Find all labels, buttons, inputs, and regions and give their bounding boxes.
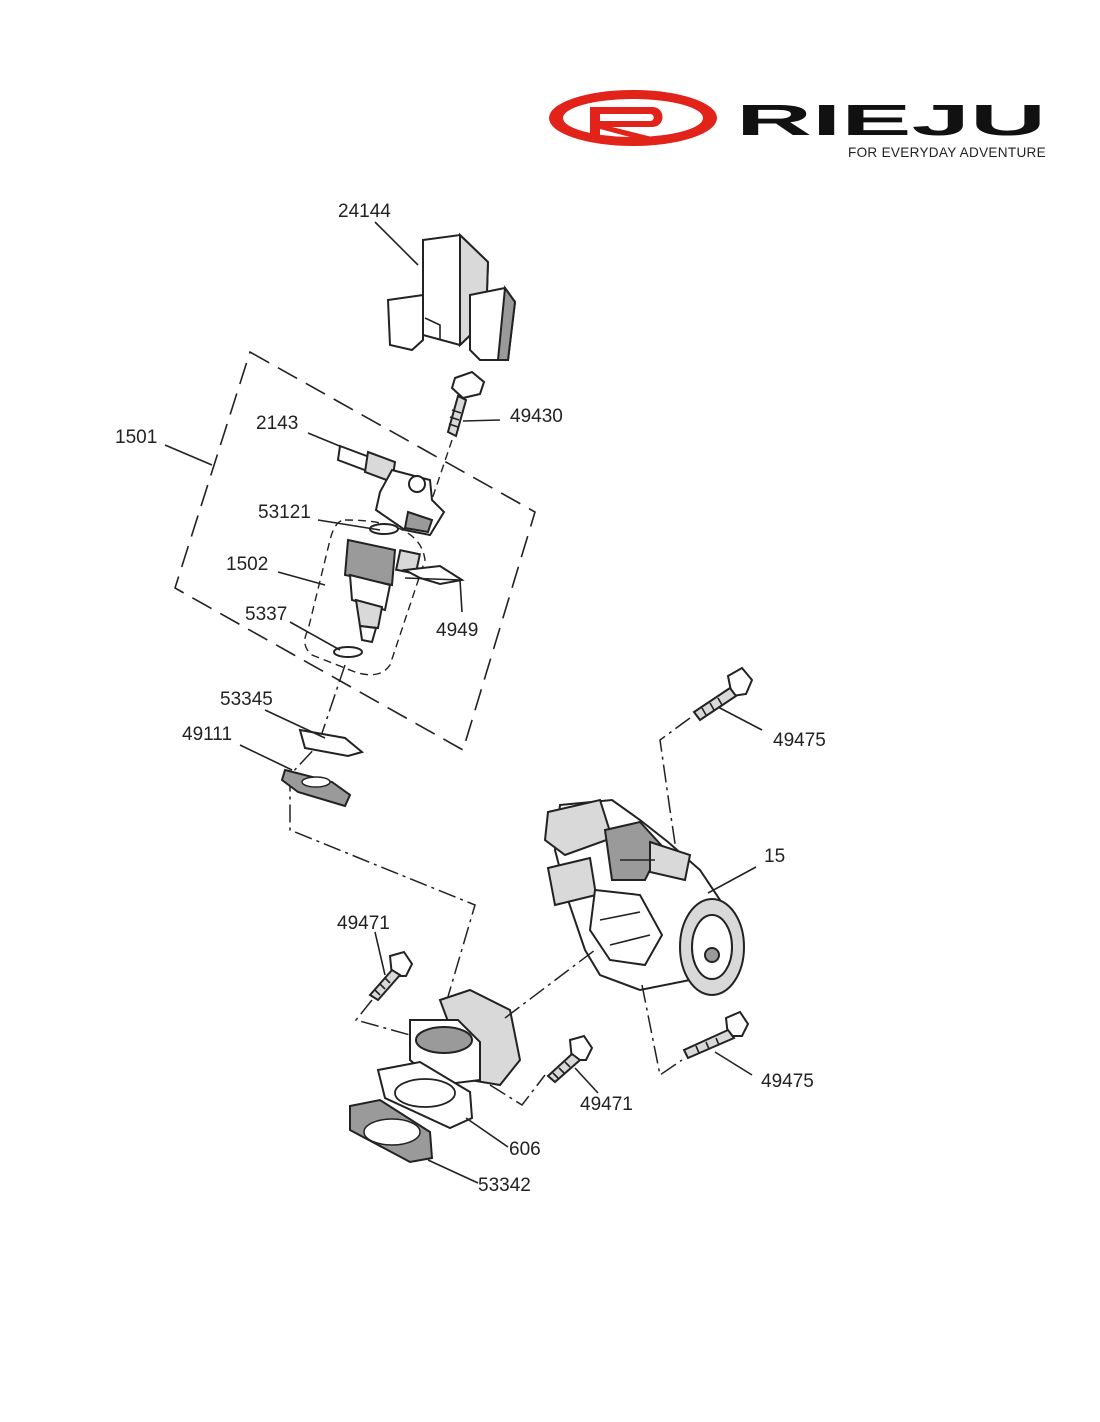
part-throttle-body-15 xyxy=(543,798,745,996)
label-49430: 49430 xyxy=(510,406,563,427)
axis-injector xyxy=(289,664,476,1001)
label-49471-left: 49471 xyxy=(337,913,390,934)
part-bolt-49471-right xyxy=(546,1034,594,1084)
axis-right-bolt xyxy=(489,1074,546,1106)
label-606: 606 xyxy=(509,1139,541,1160)
label-49475-upper: 49475 xyxy=(773,730,826,751)
label-1502: 1502 xyxy=(226,554,268,575)
part-insulator-49111 xyxy=(280,768,352,808)
label-15: 15 xyxy=(764,846,785,867)
part-gasket-53345 xyxy=(298,728,365,758)
logo-brand-text: RIEJU xyxy=(736,96,1046,145)
part-gasket-53342 xyxy=(349,1098,434,1164)
label-53121: 53121 xyxy=(258,502,311,523)
logo-oval-inner xyxy=(563,99,703,137)
part-bolt-49471-left xyxy=(354,950,414,1036)
assembly-1502-outline xyxy=(304,519,426,676)
rieju-logo: RIEJU FOR EVERYDAY ADVENTURE xyxy=(549,90,1046,160)
label-49111: 49111 xyxy=(182,724,232,745)
axis-manifold-throttle xyxy=(504,949,596,1019)
part-cover-24144 xyxy=(386,232,517,361)
part-oring-5337 xyxy=(333,646,363,658)
part-bolt-49475-upper xyxy=(659,666,754,891)
part-bolt-49475-lower xyxy=(641,984,750,1077)
label-53342: 53342 xyxy=(478,1175,531,1196)
label-1501: 1501 xyxy=(115,427,157,448)
label-49475-lower: 49475 xyxy=(761,1071,814,1092)
leader-lines xyxy=(164,221,763,1184)
part-clip-4949 xyxy=(401,564,465,586)
label-49471-right: 49471 xyxy=(580,1094,633,1115)
logo-r-glyph xyxy=(590,107,663,137)
label-5337: 5337 xyxy=(245,604,287,625)
part-injector-1502 xyxy=(343,538,422,644)
label-53345: 53345 xyxy=(220,689,273,710)
part-fuel-rail-2143 xyxy=(336,444,446,537)
logo-tagline: FOR EVERYDAY ADVENTURE xyxy=(848,144,1046,160)
label-24144: 24144 xyxy=(338,201,391,222)
part-manifold-606 xyxy=(376,988,522,1130)
label-4949: 4949 xyxy=(436,620,478,641)
label-2143: 2143 xyxy=(256,413,298,434)
